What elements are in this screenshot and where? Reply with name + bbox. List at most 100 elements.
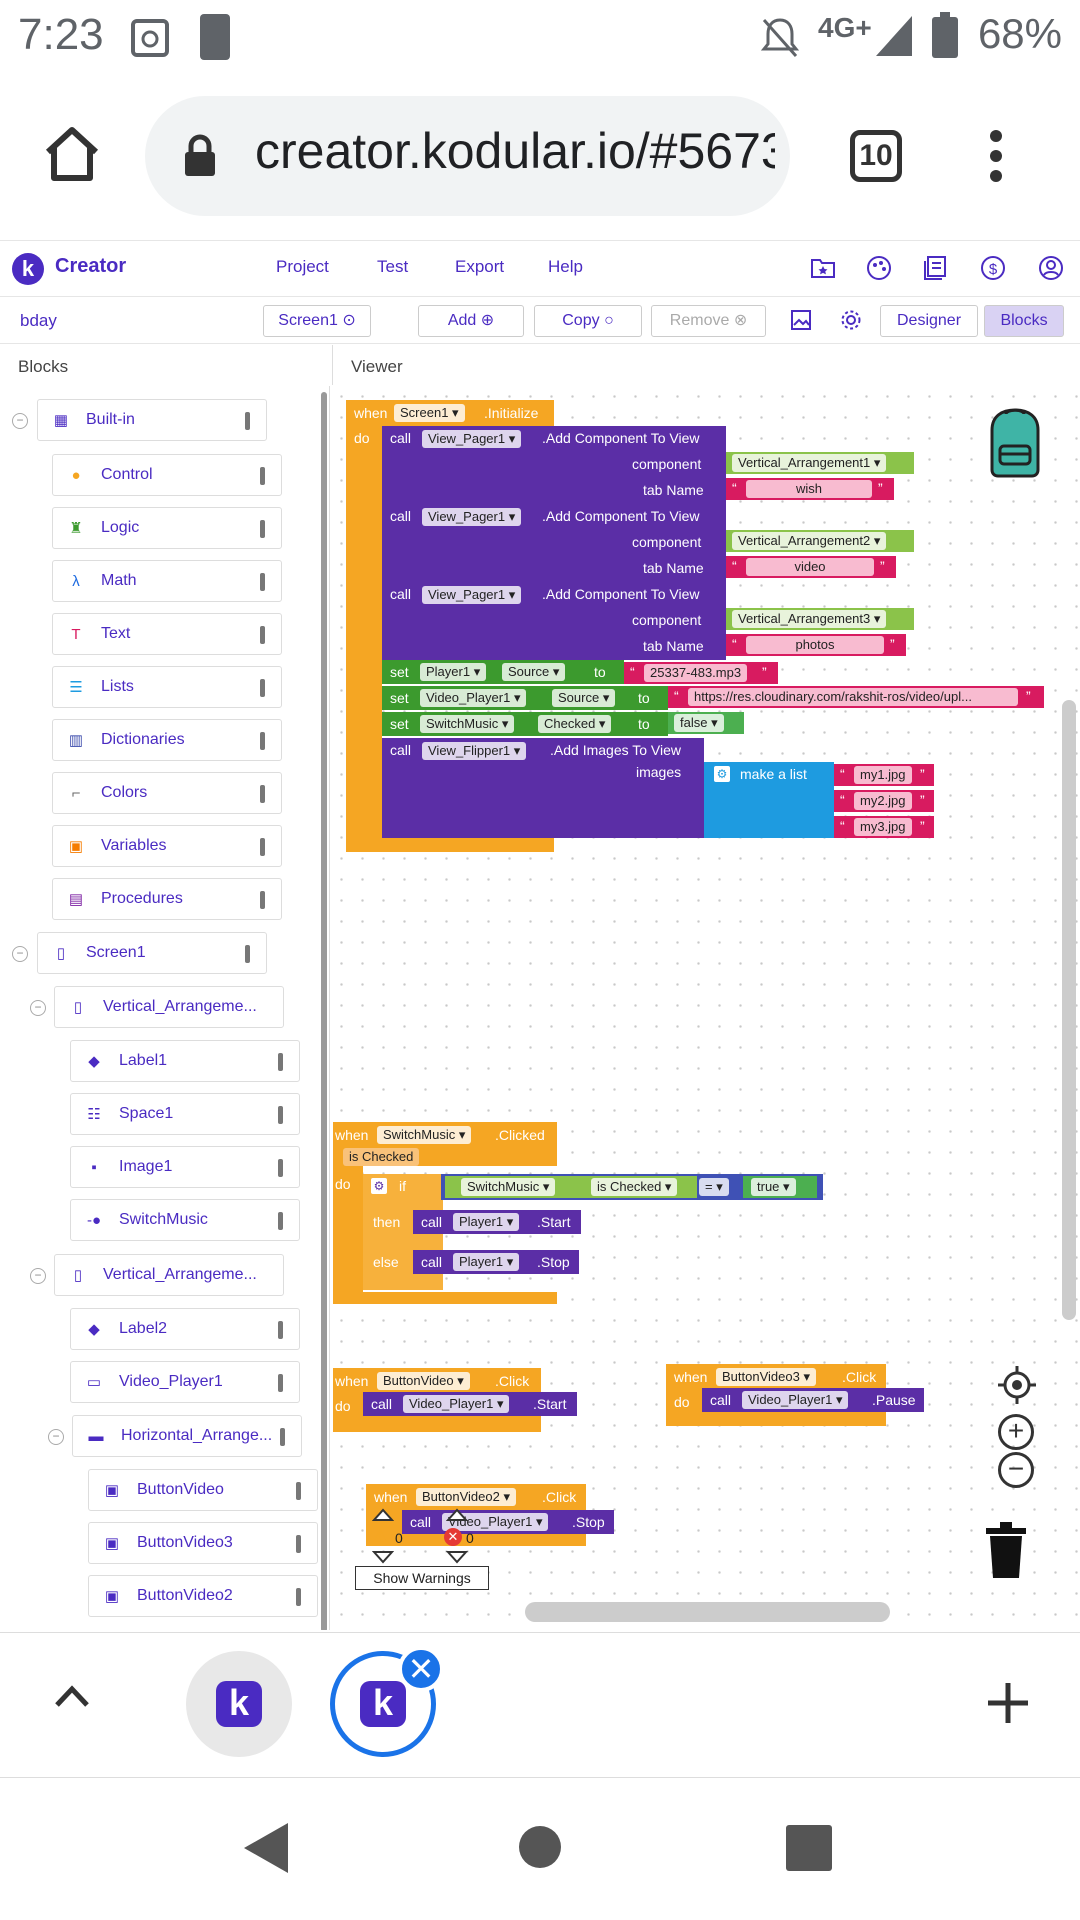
call-video-player-stop[interactable]: call Video_Player1 ▾ .Stop: [402, 1510, 614, 1534]
tree-vertical-arrangement1[interactable]: ▯Vertical_Arrangeme...: [54, 986, 284, 1028]
component-dropdown[interactable]: View_Pager1 ▾: [422, 586, 522, 604]
tree-image1[interactable]: ▪Image1: [70, 1146, 300, 1188]
image-icon[interactable]: [790, 309, 812, 331]
component-block[interactable]: Vertical_Arrangement2 ▾: [726, 530, 914, 552]
event-switchmusic-clicked[interactable]: when SwitchMusic ▾ .Clicked is Checked: [333, 1122, 557, 1166]
zoom-out-icon[interactable]: −: [998, 1452, 1034, 1488]
tree-logic[interactable]: ♜Logic: [52, 507, 282, 549]
tree-horizontal-arrangement[interactable]: ▬Horizontal_Arrange...: [72, 1415, 302, 1457]
tree-dictionaries[interactable]: ▥Dictionaries: [52, 719, 282, 761]
set-switchmusic-checked[interactable]: set SwitchMusic ▾ Checked ▾ to: [382, 712, 668, 736]
tree-control[interactable]: ●Control: [52, 454, 282, 496]
text-value[interactable]: https://res.cloudinary.com/rakshit-ros/v…: [688, 688, 1018, 706]
collapse-icon[interactable]: −: [30, 1000, 46, 1016]
drag-handle-icon[interactable]: [260, 520, 265, 538]
docs-icon[interactable]: [922, 255, 948, 281]
text-block[interactable]: “wish”: [726, 478, 894, 500]
zoom-in-icon[interactable]: +: [998, 1414, 1034, 1450]
drag-handle-icon[interactable]: [296, 1482, 301, 1500]
warning-down-arrow-icon[interactable]: [372, 1550, 394, 1564]
workspace-vertical-scrollbar[interactable]: [1062, 700, 1076, 1320]
text-value[interactable]: my2.jpg: [854, 792, 912, 810]
add-screen-button[interactable]: Add ⊕: [418, 305, 524, 337]
collapse-icon[interactable]: −: [30, 1268, 46, 1284]
text-value[interactable]: video: [746, 558, 874, 576]
palette-icon[interactable]: [866, 255, 892, 281]
error-up-arrow-icon[interactable]: [446, 1508, 468, 1522]
drag-handle-icon[interactable]: [278, 1106, 283, 1124]
text-block[interactable]: “https://res.cloudinary.com/rakshit-ros/…: [668, 686, 1044, 708]
dollar-icon[interactable]: $: [980, 255, 1006, 281]
call-video-player-start[interactable]: call Video_Player1 ▾ .Start: [363, 1392, 577, 1416]
tree-buttonvideo3[interactable]: ▣ButtonVideo3: [88, 1522, 318, 1564]
compare-block[interactable]: SwitchMusic ▾ is Checked ▾ = ▾ true ▾: [441, 1174, 823, 1200]
designer-button[interactable]: Designer: [880, 305, 978, 337]
chevron-up-icon[interactable]: [54, 1685, 90, 1707]
tree-colors[interactable]: ⌐Colors: [52, 772, 282, 814]
drag-handle-icon[interactable]: [260, 838, 265, 856]
text-block[interactable]: “my1.jpg”: [834, 764, 934, 786]
folder-star-icon[interactable]: [810, 255, 836, 281]
show-warnings-button[interactable]: Show Warnings: [355, 1566, 489, 1590]
drag-handle-icon[interactable]: [296, 1535, 301, 1553]
drag-handle-icon[interactable]: [278, 1374, 283, 1392]
error-down-arrow-icon[interactable]: [446, 1550, 468, 1564]
logic-block[interactable]: true ▾: [743, 1176, 817, 1198]
set-video-player-source[interactable]: set Video_Player1 ▾ Source ▾ to: [382, 686, 668, 710]
call-add-images-to-view[interactable]: call View_Flipper1 ▾ .Add Images To View…: [382, 738, 704, 838]
drag-handle-icon[interactable]: [280, 1428, 285, 1446]
tree-lists[interactable]: ☰Lists: [52, 666, 282, 708]
drag-handle-icon[interactable]: [260, 626, 265, 644]
settings-gear-icon[interactable]: [840, 309, 862, 331]
component-block[interactable]: Vertical_Arrangement1 ▾: [726, 452, 914, 474]
collapse-icon[interactable]: −: [12, 413, 28, 429]
drag-handle-icon[interactable]: [245, 945, 250, 963]
tab-switcher-button[interactable]: 10: [850, 130, 902, 182]
drag-handle-icon[interactable]: [260, 679, 265, 697]
tree-label2[interactable]: ◆Label2: [70, 1308, 300, 1350]
back-icon[interactable]: [244, 1823, 288, 1873]
drag-handle-icon[interactable]: [260, 785, 265, 803]
menu-help[interactable]: Help: [548, 257, 583, 276]
text-block[interactable]: “photos”: [726, 634, 906, 656]
backpack-icon[interactable]: [980, 406, 1050, 478]
call-player1-stop[interactable]: call Player1 ▾ .Stop: [413, 1250, 579, 1274]
logic-block[interactable]: false ▾: [668, 712, 744, 734]
drag-handle-icon[interactable]: [278, 1212, 283, 1230]
workspace-horizontal-scrollbar[interactable]: [525, 1602, 890, 1622]
menu-export[interactable]: Export: [455, 257, 505, 276]
tab-kodular-1[interactable]: k: [186, 1651, 292, 1757]
tree-procedures[interactable]: ▤Procedures: [52, 878, 282, 920]
text-block[interactable]: “video”: [726, 556, 896, 578]
recenter-icon[interactable]: [998, 1366, 1036, 1404]
component-dropdown[interactable]: View_Pager1 ▾: [422, 430, 522, 448]
address-bar[interactable]: creator.kodular.io/#5673: [145, 96, 790, 216]
menu-project[interactable]: Project: [276, 257, 329, 276]
drag-handle-icon[interactable]: [260, 732, 265, 750]
copy-screen-button[interactable]: Copy ○: [534, 305, 642, 337]
text-block[interactable]: “25337-483.mp3”: [624, 662, 778, 684]
screen-selector[interactable]: Screen1 ⊙: [263, 305, 371, 337]
tree-switchmusic[interactable]: -●SwitchMusic: [70, 1199, 300, 1241]
gear-icon[interactable]: ⚙: [714, 766, 730, 782]
tree-video-player1[interactable]: ▭Video_Player1: [70, 1361, 300, 1403]
tree-builtin[interactable]: ▦Built-in: [37, 399, 267, 441]
drag-handle-icon[interactable]: [278, 1159, 283, 1177]
home-icon[interactable]: [42, 126, 102, 182]
getter-block[interactable]: SwitchMusic ▾ is Checked ▾: [445, 1176, 697, 1198]
set-player1-source[interactable]: set Player1 ▾ Source ▾ to: [382, 660, 624, 684]
tree-variables[interactable]: ▣Variables: [52, 825, 282, 867]
drag-handle-icon[interactable]: [296, 1588, 301, 1606]
account-icon[interactable]: [1038, 255, 1064, 281]
component-block[interactable]: Vertical_Arrangement3 ▾: [726, 608, 914, 630]
text-value[interactable]: photos: [746, 636, 884, 654]
tree-label1[interactable]: ◆Label1: [70, 1040, 300, 1082]
tree-buttonvideo2[interactable]: ▣ButtonVideo2: [88, 1575, 318, 1617]
recents-icon[interactable]: [786, 1825, 832, 1871]
tree-vertical-arrangement2[interactable]: ▯Vertical_Arrangeme...: [54, 1254, 284, 1296]
drag-handle-icon[interactable]: [260, 891, 265, 909]
drag-handle-icon[interactable]: [278, 1321, 283, 1339]
tree-buttonvideo[interactable]: ▣ButtonVideo: [88, 1469, 318, 1511]
